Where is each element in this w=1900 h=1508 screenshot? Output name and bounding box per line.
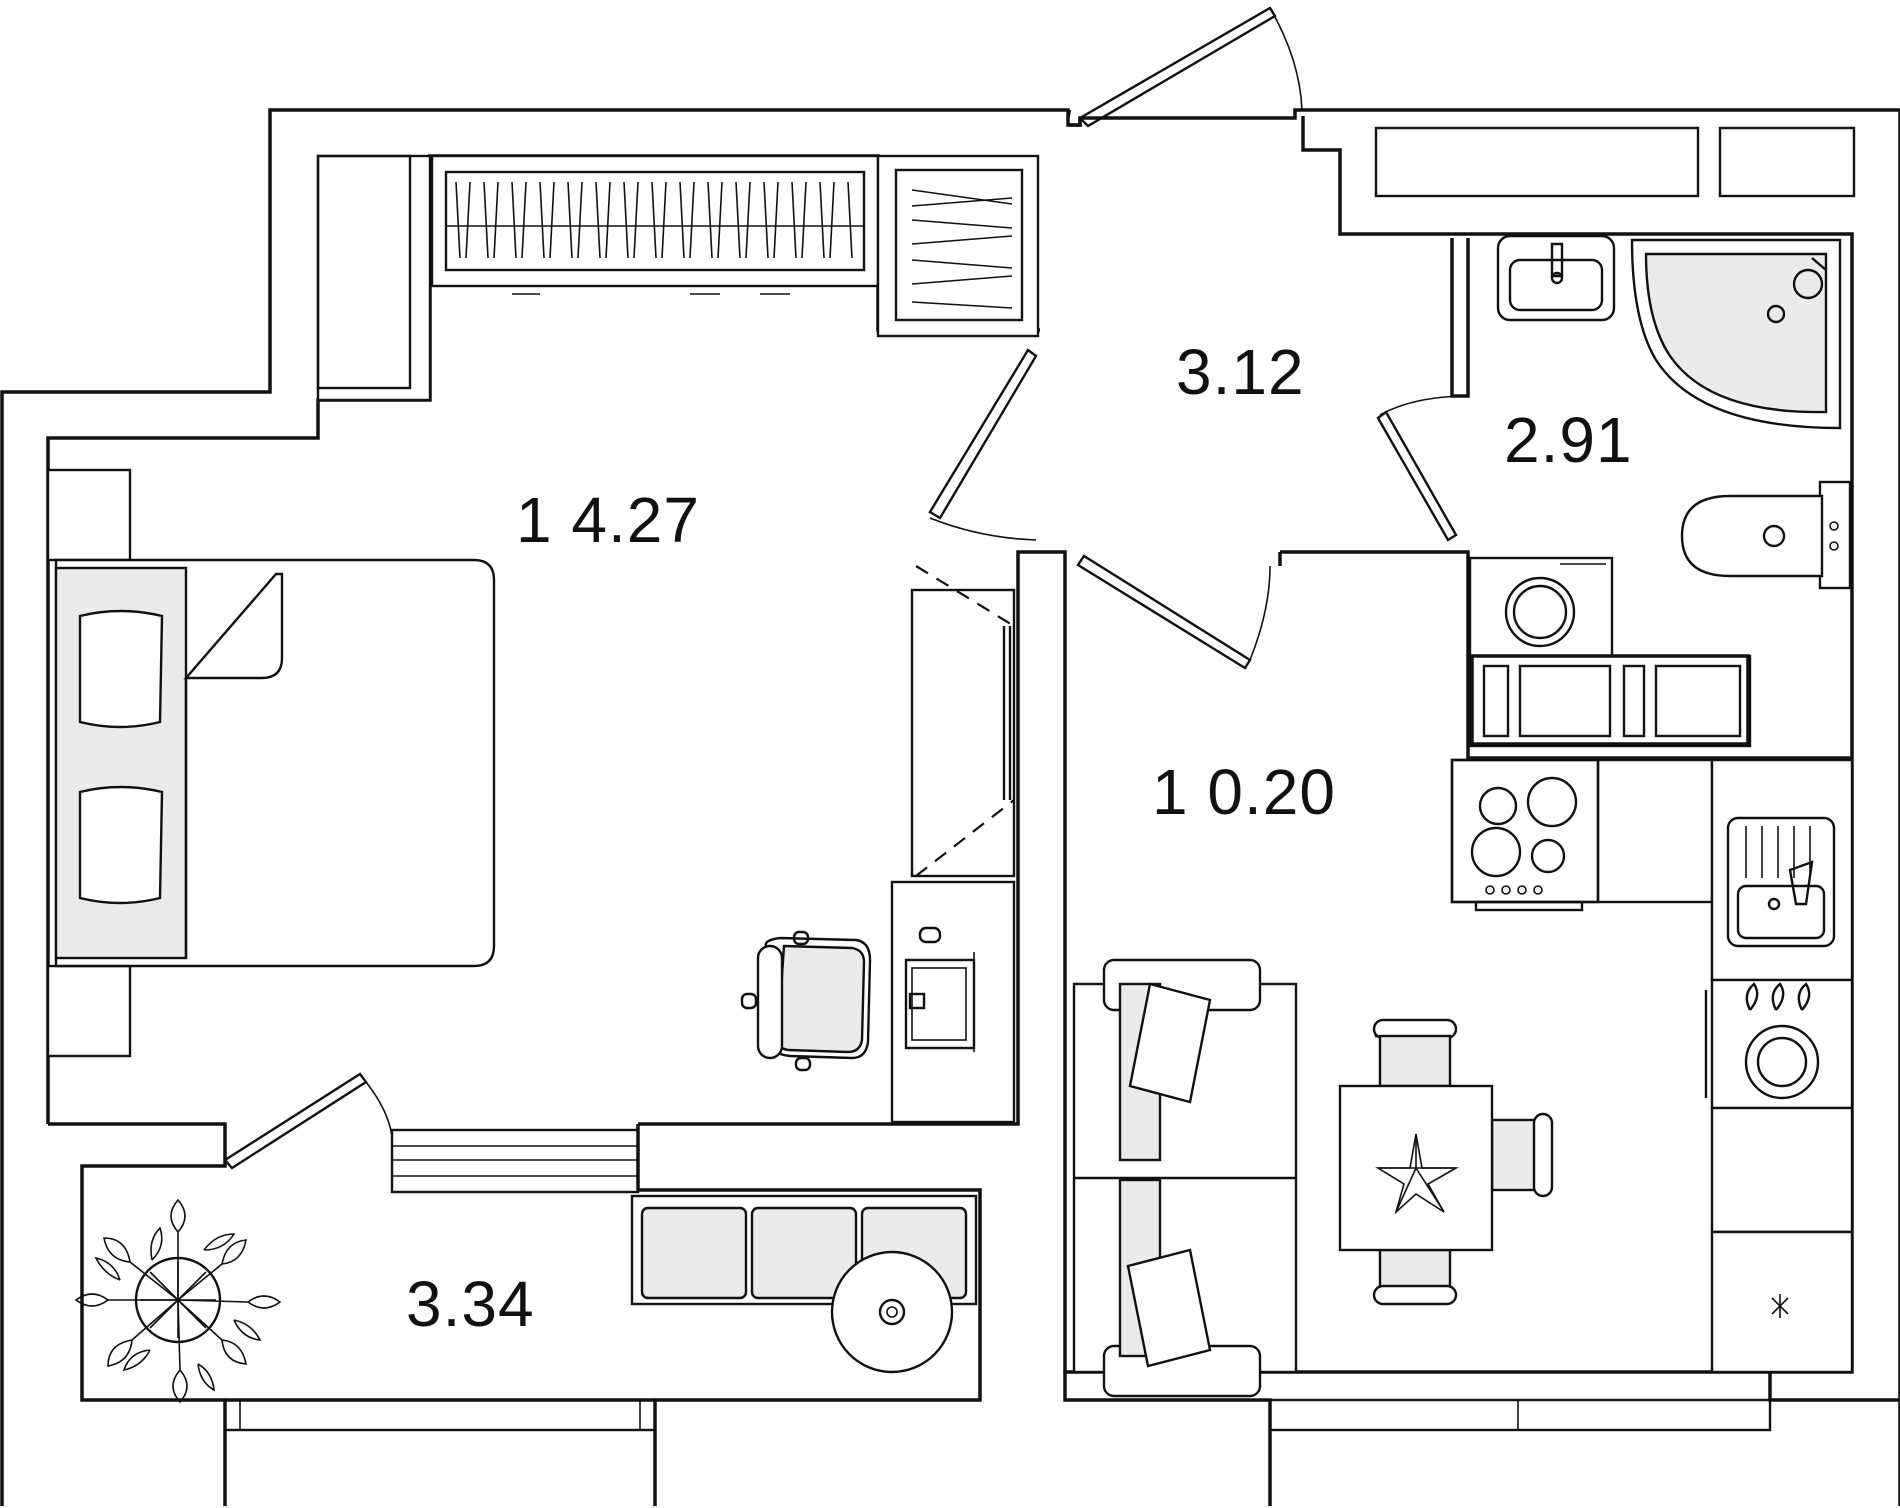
column (316, 154, 432, 402)
dining-table-icon (1338, 1018, 1554, 1306)
round-table-icon (830, 1250, 954, 1374)
kitchen-sink-icon (1710, 758, 1854, 982)
cooktop-icon (1450, 758, 1600, 912)
nightstand-top (46, 468, 132, 562)
wardrobe-icon (430, 154, 880, 295)
nightstand-bottom (46, 964, 132, 1058)
tv-icon (910, 565, 1016, 878)
windows (223, 126, 1856, 1432)
washing-machine-icon (1468, 556, 1614, 668)
sink-icon (1496, 234, 1616, 322)
wardrobe-right-icon (876, 154, 1040, 338)
bed-icon (54, 558, 496, 968)
bathroom-area-label: 2.91 (1504, 404, 1633, 476)
laptop-icon (904, 926, 976, 1052)
hallway-area-label: 3.12 (1176, 336, 1305, 408)
balcony-area-label: 3.34 (406, 1268, 535, 1340)
toilet-icon (1680, 480, 1852, 590)
bedroom-area-label: 1 4.27 (516, 484, 700, 556)
fridge-icon (1710, 1106, 1854, 1374)
plant-icon (74, 1198, 282, 1404)
doors (223, 6, 1461, 1170)
sofa-icon (1072, 958, 1298, 1398)
kitchen-living-area-label: 1 0.20 (1152, 756, 1336, 828)
office-chair-icon (740, 930, 872, 1072)
boiler-icon (1704, 978, 1854, 1110)
shower-tray-icon (1630, 238, 1842, 430)
bath-cabinet-icon (1468, 654, 1752, 748)
